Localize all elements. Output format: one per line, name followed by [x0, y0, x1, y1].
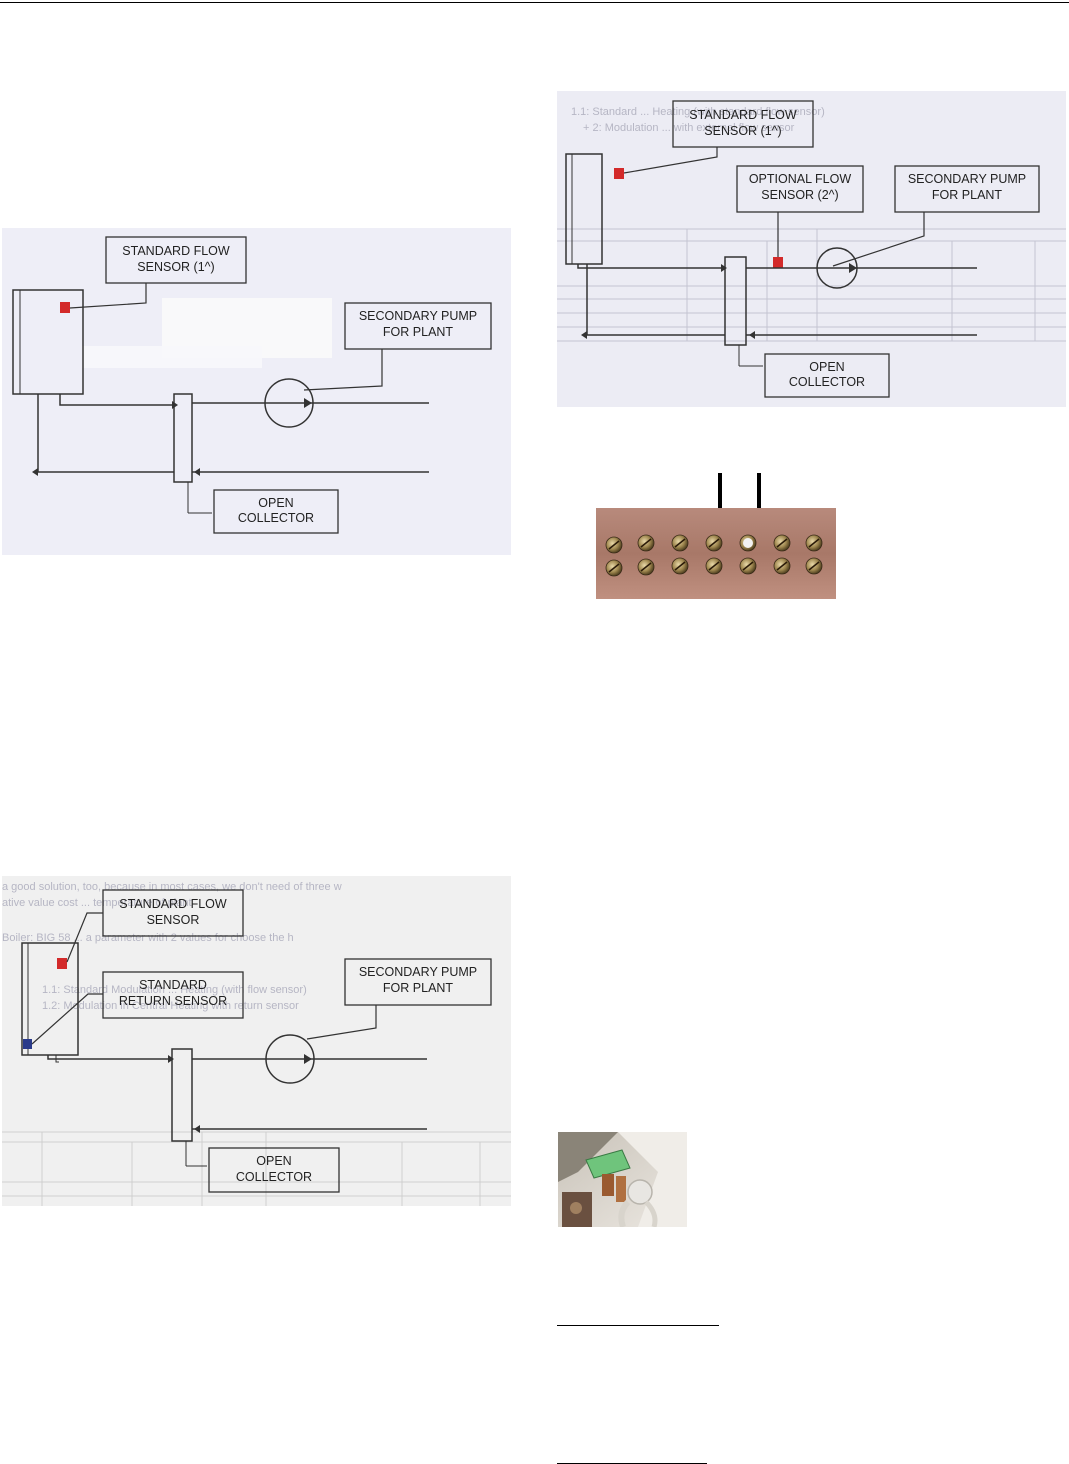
- standard-flow-sensor-label-2: SENSOR: [147, 913, 200, 927]
- faint-text-4: 1.1: Standard Modulation ... Heating (wi…: [42, 984, 307, 996]
- standard-flow-sensor-label: STANDARD FLOW: [689, 108, 797, 122]
- secondary-pump-label: SECONDARY PUMP: [359, 309, 477, 323]
- optional-flow-sensor-marker: [773, 257, 783, 268]
- open-collector-label: OPEN: [256, 1154, 291, 1168]
- faint-text-5: 1.2: Modulation in Central Heating with …: [42, 1000, 299, 1012]
- secondary-pump-label-2: FOR PLANT: [383, 325, 454, 339]
- open-collector-label: OPEN: [258, 496, 293, 510]
- pump-symbol: [264, 378, 314, 428]
- footnote-rule-1: [557, 1325, 719, 1326]
- faint-text-3: Boiler: BIG 58 ... a parameter with 2 va…: [2, 932, 294, 944]
- standard-return-sensor-label: STANDARD: [139, 978, 207, 992]
- faint-text-1: 1.1: Standard ... Heating (with standard…: [571, 106, 825, 118]
- faint-text-2: ative value cost ... temperature of plan…: [2, 897, 192, 909]
- faint-text-2: + 2: Modulation ... with external flow s…: [583, 122, 795, 134]
- secondary-pump-label-2: FOR PLANT: [383, 981, 454, 995]
- diagram-optional-flow-sensor: 1.1: Standard ... Heating (with standard…: [557, 91, 1066, 407]
- standard-return-sensor-label-2: RETURN SENSOR: [119, 994, 227, 1008]
- secondary-pump-label-2: FOR PLANT: [932, 188, 1003, 202]
- open-collector-label: OPEN: [809, 360, 844, 374]
- sensor-connector-photo: [558, 1132, 687, 1227]
- wire-marker-right: [757, 473, 761, 509]
- flow-sensor-marker: [60, 302, 70, 313]
- wire-marker-left: [718, 473, 722, 509]
- standard-flow-sensor-label-2: SENSOR (1^): [704, 124, 781, 138]
- open-collector-label-2: COLLECTOR: [789, 375, 865, 389]
- return-sensor-marker: [23, 1039, 32, 1049]
- pump-symbol: [265, 1034, 315, 1084]
- standard-flow-sensor-label-2: SENSOR (1^): [137, 260, 214, 274]
- flow-sensor-marker: [614, 168, 624, 179]
- secondary-pump-label: SECONDARY PUMP: [359, 965, 477, 979]
- faint-text-1: a good solution, too, because in most ca…: [2, 881, 342, 893]
- standard-flow-sensor-label: STANDARD FLOW: [119, 897, 227, 911]
- flow-sensor-marker: [57, 958, 67, 969]
- standard-flow-sensor-label: STANDARD FLOW: [122, 244, 230, 258]
- diagram-standard-flow-sensor: STANDARD FLOW SENSOR (1^) SECONDARY PUMP…: [2, 228, 511, 555]
- terminal-block-photo: [594, 471, 838, 601]
- open-collector-label-2: COLLECTOR: [238, 511, 314, 525]
- open-collector-label-2: COLLECTOR: [236, 1170, 312, 1184]
- optional-flow-sensor-label: OPTIONAL FLOW: [749, 172, 852, 186]
- optional-flow-sensor-label-2: SENSOR (2^): [761, 188, 838, 202]
- secondary-pump-label: SECONDARY PUMP: [908, 172, 1026, 186]
- diagram-return-sensor: a good solution, too, because in most ca…: [2, 876, 511, 1206]
- header-rule: [0, 2, 1069, 3]
